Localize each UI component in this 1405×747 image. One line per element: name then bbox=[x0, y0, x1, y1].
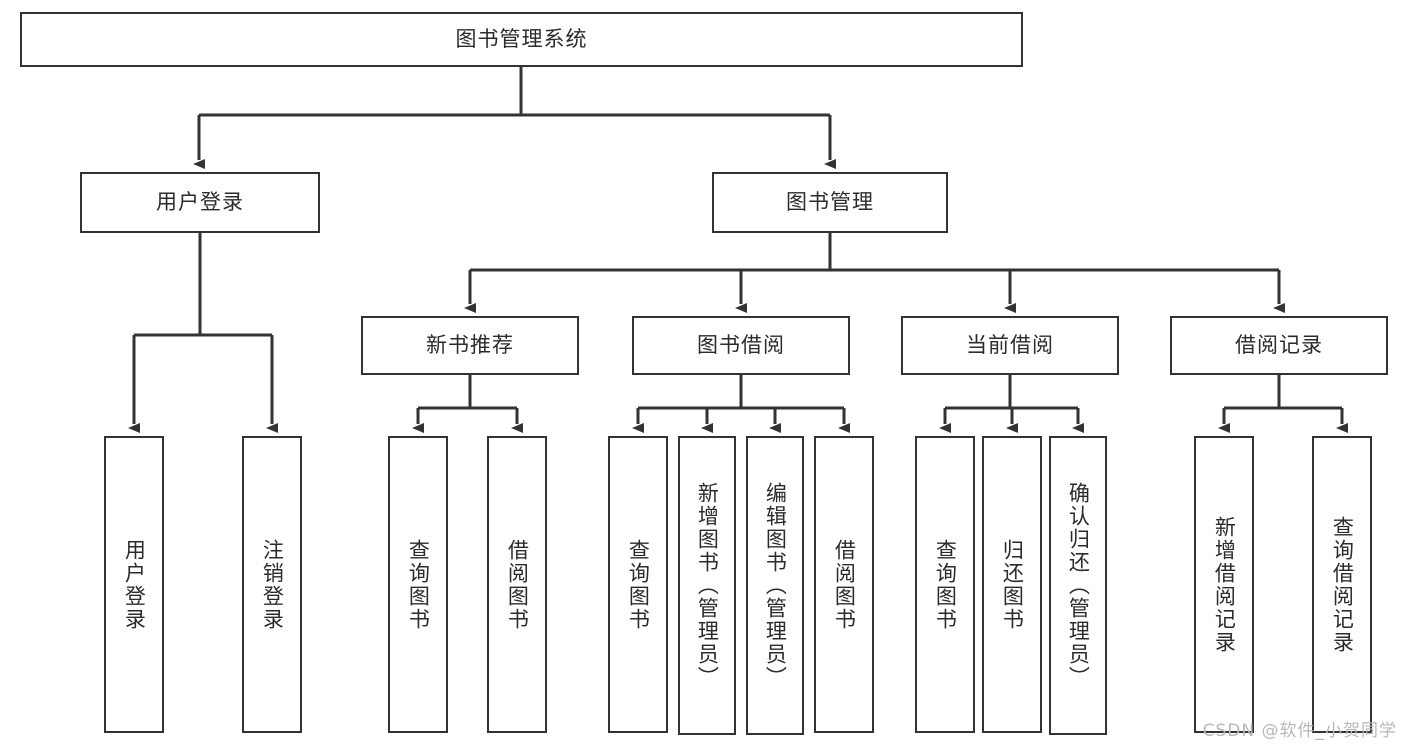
node-borrow-record-label: 借阅记录 bbox=[1235, 333, 1323, 358]
node-leaf-borrow-book-rec[interactable]: 借阅图书 bbox=[487, 436, 547, 733]
node-leaf-query-record[interactable]: 查询借阅记录 bbox=[1312, 436, 1372, 733]
node-book-borrow-label: 图书借阅 bbox=[697, 333, 785, 358]
node-user-login[interactable]: 用户登录 bbox=[80, 172, 320, 233]
node-leaf-borrow-book-label: 借阅图书 bbox=[832, 538, 857, 631]
node-current-borrow-label: 当前借阅 bbox=[966, 333, 1054, 358]
node-leaf-query-book-borrow[interactable]: 查询图书 bbox=[608, 436, 668, 733]
node-leaf-user-logout[interactable]: 注销登录 bbox=[242, 436, 302, 733]
node-root[interactable]: 图书管理系统 bbox=[20, 12, 1023, 67]
node-user-login-label: 用户登录 bbox=[156, 190, 244, 215]
node-leaf-query-book-rec[interactable]: 查询图书 bbox=[388, 436, 448, 733]
node-leaf-add-book-label: 新增图书（管理员） bbox=[695, 482, 720, 689]
node-leaf-user-login-label: 用户登录 bbox=[122, 538, 147, 631]
node-leaf-edit-book[interactable]: 编辑图书（管理员） bbox=[746, 436, 804, 735]
node-leaf-add-record-label: 新增借阅记录 bbox=[1212, 515, 1237, 654]
node-leaf-query-book-cur-label: 查询图书 bbox=[933, 538, 958, 631]
node-root-label: 图书管理系统 bbox=[455, 27, 588, 52]
node-book-manage-label: 图书管理 bbox=[786, 190, 874, 215]
node-leaf-user-login[interactable]: 用户登录 bbox=[104, 436, 164, 733]
node-leaf-confirm-return[interactable]: 确认归还（管理员） bbox=[1049, 436, 1107, 735]
node-leaf-borrow-book[interactable]: 借阅图书 bbox=[814, 436, 874, 733]
node-leaf-user-logout-label: 注销登录 bbox=[260, 538, 285, 631]
node-book-borrow[interactable]: 图书借阅 bbox=[632, 316, 850, 375]
node-leaf-query-book-borrow-label: 查询图书 bbox=[626, 538, 651, 631]
node-leaf-query-book-cur[interactable]: 查询图书 bbox=[915, 436, 975, 733]
node-new-book-rec[interactable]: 新书推荐 bbox=[361, 316, 579, 375]
node-leaf-add-book[interactable]: 新增图书（管理员） bbox=[678, 436, 736, 735]
node-current-borrow[interactable]: 当前借阅 bbox=[901, 316, 1119, 375]
node-leaf-return-book-label: 归还图书 bbox=[1000, 538, 1025, 631]
node-leaf-confirm-return-label: 确认归还（管理员） bbox=[1066, 482, 1091, 689]
node-leaf-add-record[interactable]: 新增借阅记录 bbox=[1194, 436, 1254, 733]
watermark-text: CSDN @软件_小贺同学 bbox=[1202, 721, 1397, 741]
node-leaf-query-book-rec-label: 查询图书 bbox=[406, 538, 431, 631]
node-leaf-query-record-label: 查询借阅记录 bbox=[1330, 515, 1355, 654]
node-leaf-return-book[interactable]: 归还图书 bbox=[982, 436, 1042, 733]
node-leaf-borrow-book-rec-label: 借阅图书 bbox=[505, 538, 530, 631]
node-leaf-edit-book-label: 编辑图书（管理员） bbox=[763, 482, 788, 689]
node-borrow-record[interactable]: 借阅记录 bbox=[1170, 316, 1388, 375]
node-book-manage[interactable]: 图书管理 bbox=[712, 172, 948, 233]
node-new-book-rec-label: 新书推荐 bbox=[426, 333, 514, 358]
